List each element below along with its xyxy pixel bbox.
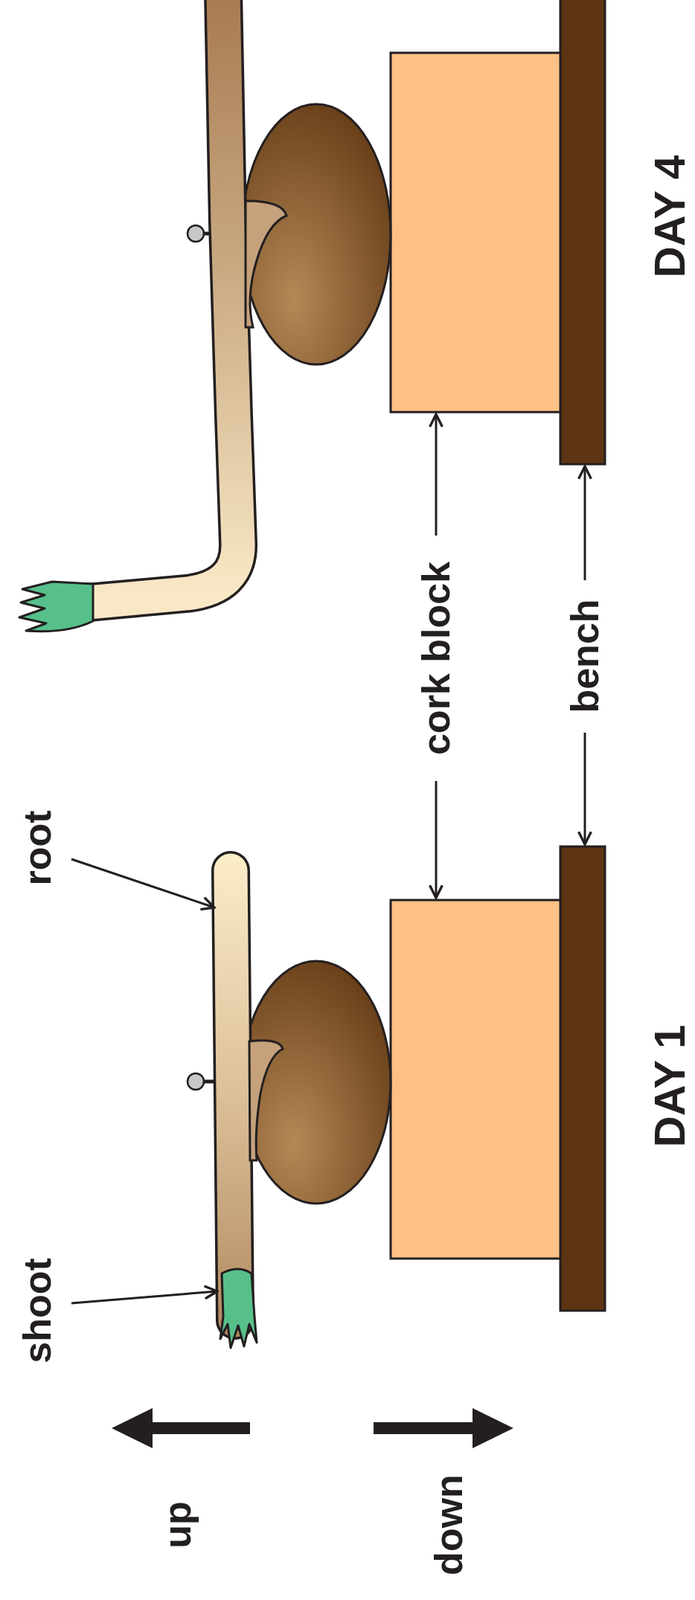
seed-attachment [249,1041,283,1161]
down-arrow-head [472,1408,514,1449]
up-arrow-head [111,1408,153,1449]
direction-label: up [156,1497,198,1554]
seedling-outline [230,870,236,1321]
part-label: root [16,805,59,890]
up-arrow [148,1422,251,1435]
shoot-tip [19,581,94,632]
bench [560,0,605,465]
leader-line [435,781,438,899]
seed [241,104,391,365]
part-label: cork block [415,557,457,760]
seed [241,961,391,1204]
day-label: DAY 4 [646,151,693,283]
day-label: DAY 1 [646,1020,693,1152]
direction-label: down [427,1470,470,1581]
pin [187,1073,204,1091]
leader-line [435,414,438,536]
part-label: shoot [16,1253,59,1369]
seedling-stem [230,870,236,1321]
seedling-outline [87,0,239,603]
leader-line [71,1291,218,1304]
part-label: bench [564,594,606,718]
bench [560,846,605,1312]
cork-block [390,52,561,413]
shoot-tip [220,1269,257,1349]
pin [187,225,204,242]
down-arrow [373,1422,477,1435]
cork-block [390,900,561,1260]
seed-attachment [245,200,287,328]
seedling-stem [87,0,239,603]
leader-line [71,859,215,908]
leader-line [584,732,587,845]
leader-line [584,466,587,581]
